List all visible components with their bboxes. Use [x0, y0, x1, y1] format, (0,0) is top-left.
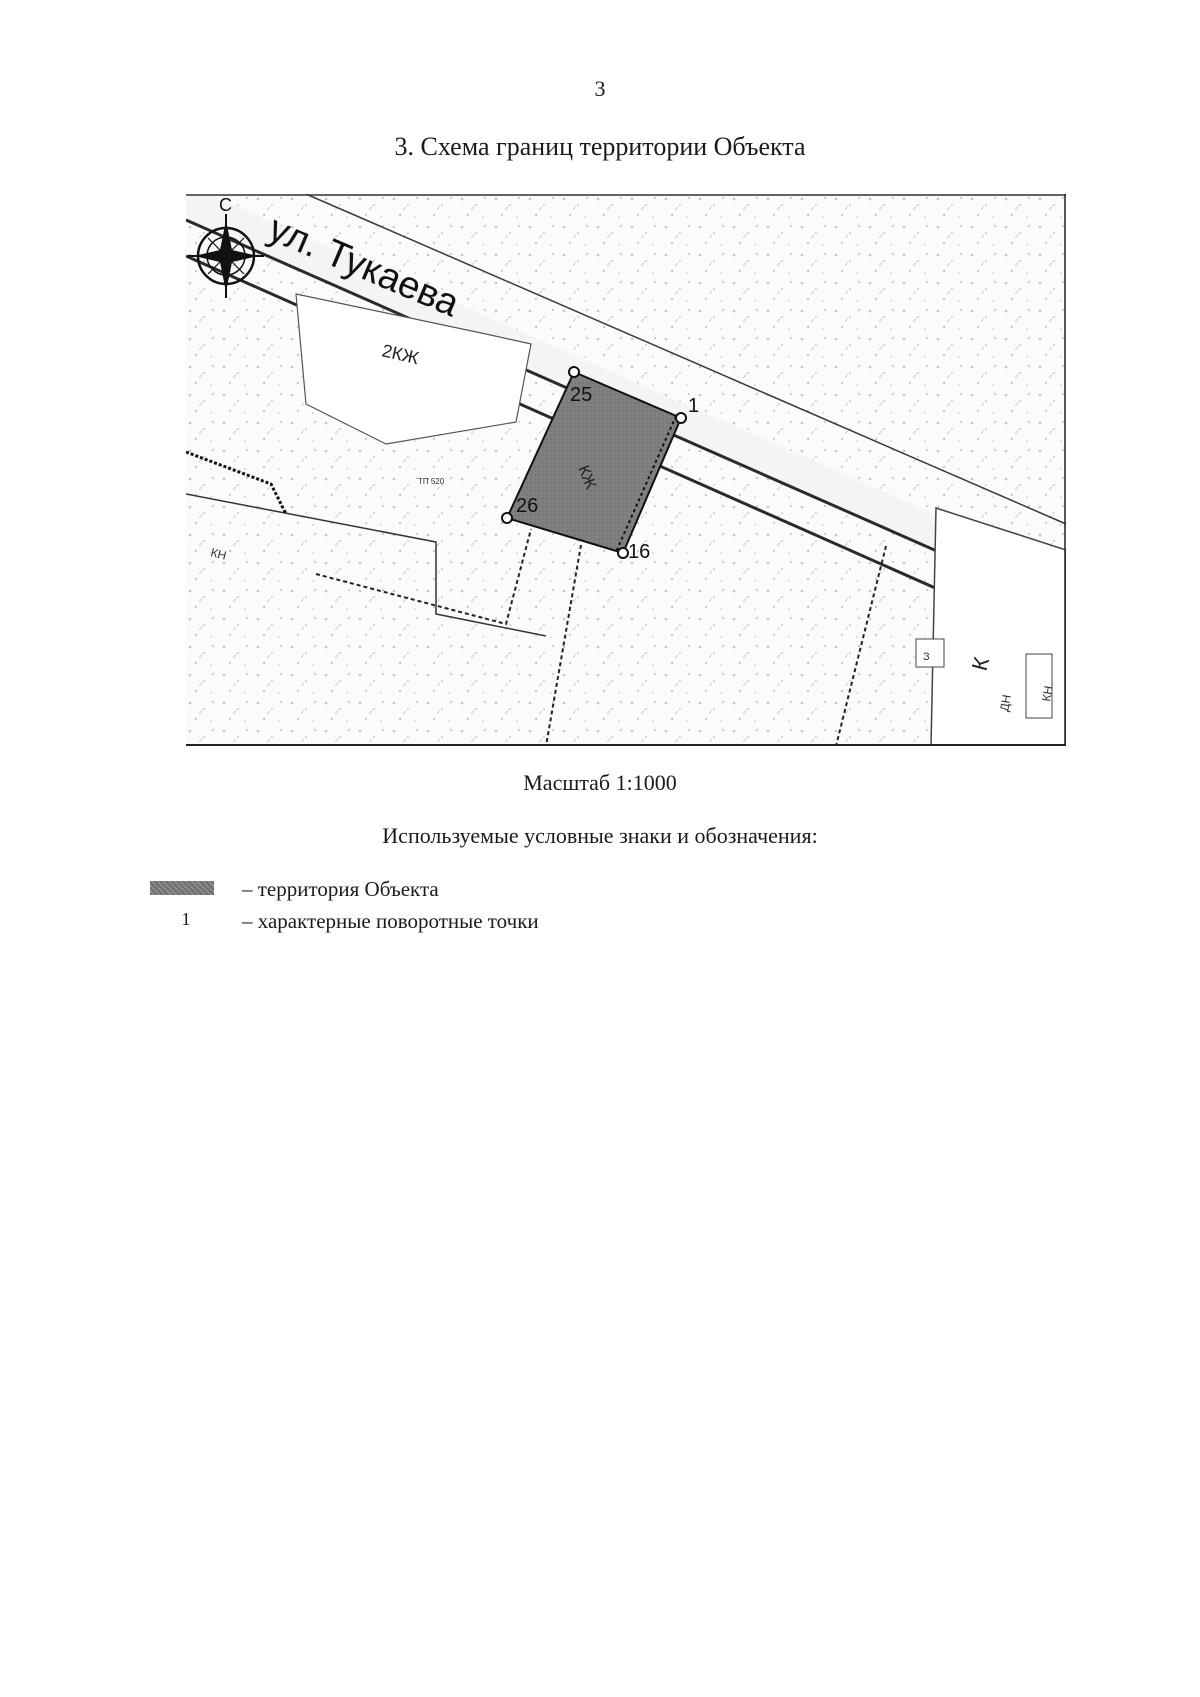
fence-dashed-2: [545, 544, 582, 746]
legend-desc: – характерные поворотные точки: [242, 909, 539, 933]
zone-label-dn: ДН: [997, 694, 1014, 713]
legend-point-symbol: 1: [181, 909, 191, 929]
legend-title: Используемые условные знаки и обозначени…: [382, 823, 818, 848]
boundary-point-26: [501, 512, 513, 524]
zone-label-tp: ТП 520: [418, 477, 445, 486]
legend-desc: – территория Объекта: [242, 877, 439, 901]
street-edge-north: [305, 194, 1066, 525]
fence-dashed-1: [315, 528, 532, 626]
boundary-point-25: [568, 366, 580, 378]
zone-label-z: З: [923, 651, 930, 663]
boundary-map: 1 25 26 16 ул. Тукаева 2КЖ КЖ КН ТП 520 …: [186, 194, 1066, 746]
building-2kzh: [295, 293, 532, 445]
point-label-16: 16: [628, 541, 650, 563]
boundary-point-16: [617, 547, 629, 559]
point-label-26: 26: [516, 495, 538, 517]
territory-inner-dashed: [615, 415, 677, 553]
building-z: [915, 638, 945, 668]
boundary-line-west: [186, 450, 288, 515]
fence-dashed-3: [835, 545, 887, 746]
compass-rose-icon: [188, 214, 264, 298]
zone-label-kn: КН: [209, 545, 228, 562]
boundary-point-1: [675, 412, 687, 424]
north-label: С: [219, 195, 232, 215]
legend-territory-swatch: [150, 881, 214, 895]
page-title: 3. Схема границ территории Объекта: [394, 132, 806, 161]
block-outline-west: [186, 493, 547, 637]
building-dn: [1025, 653, 1053, 719]
page-number: 3: [594, 76, 606, 101]
scale-label: Масштаб 1:1000: [523, 770, 677, 795]
point-label-25: 25: [570, 384, 592, 406]
zone-label-kn2: КН: [1039, 685, 1056, 703]
point-label-1: 1: [688, 395, 699, 417]
